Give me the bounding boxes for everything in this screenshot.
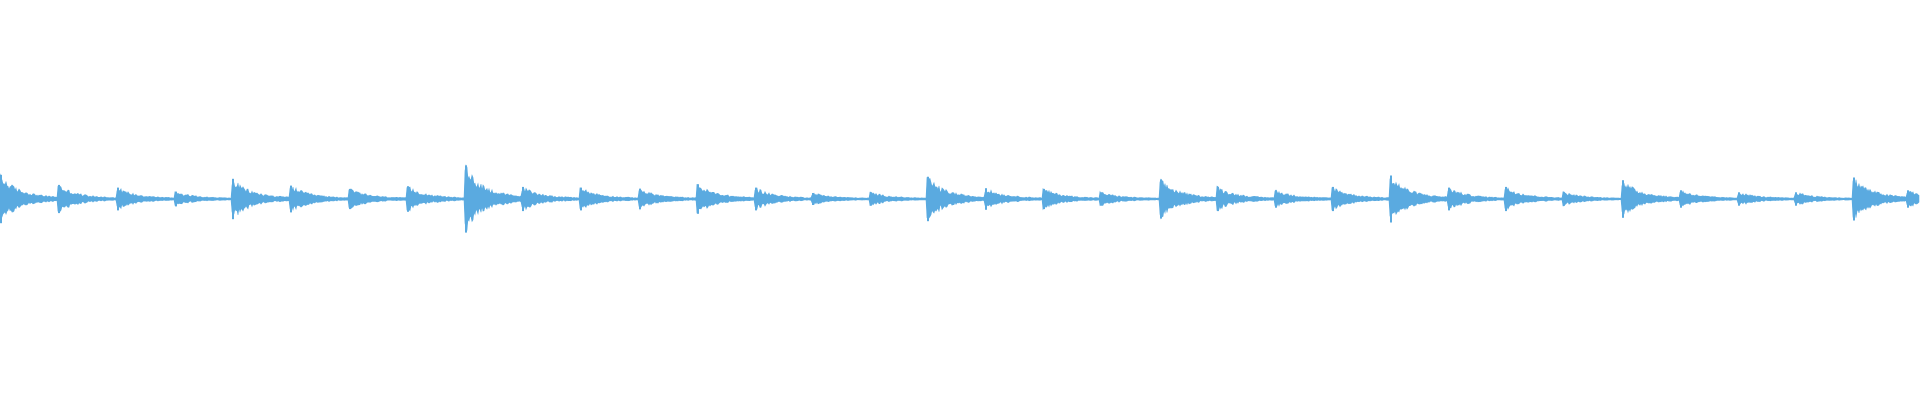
waveform-peaks [0, 164, 1920, 233]
